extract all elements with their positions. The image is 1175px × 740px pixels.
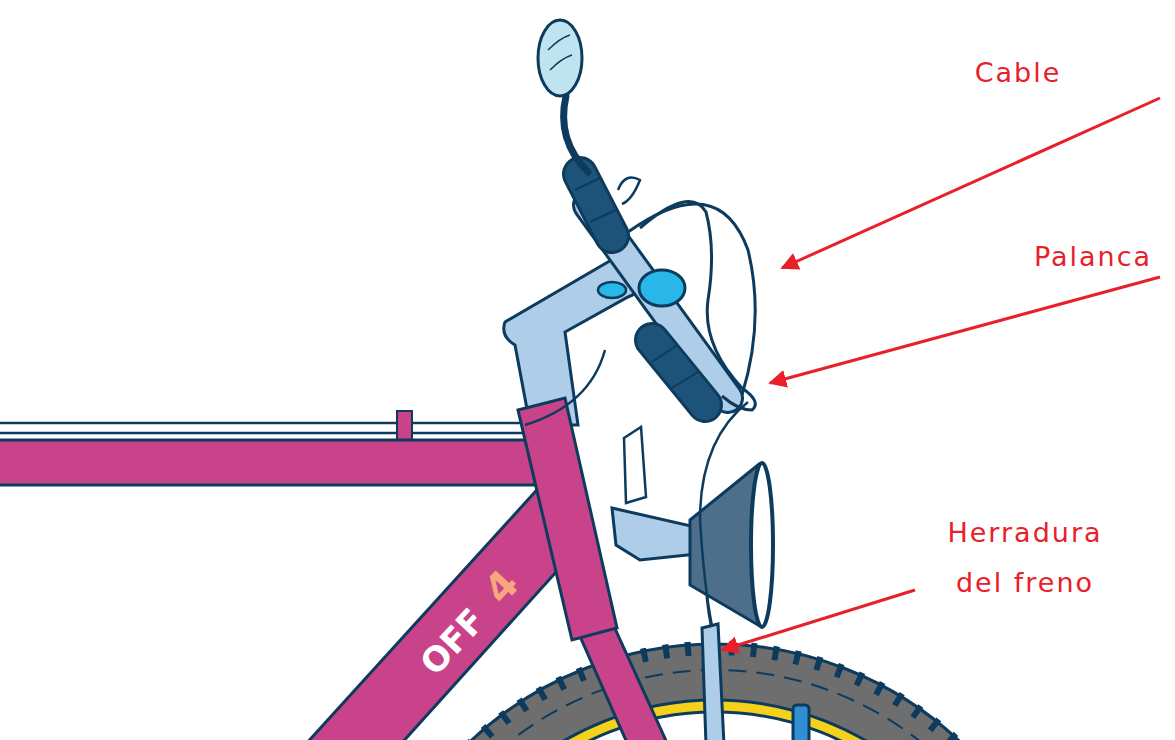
- headlight: [612, 463, 773, 627]
- top-tube: [0, 411, 535, 485]
- fork: [575, 622, 668, 740]
- valve: [793, 705, 809, 740]
- mirror: [538, 20, 588, 172]
- bell: [598, 270, 685, 306]
- head-tube: [518, 398, 617, 640]
- brake-cable: [700, 402, 748, 626]
- gear-cable: [525, 350, 605, 425]
- part-label: Cable: [958, 48, 1078, 98]
- reflector: [624, 427, 646, 503]
- brake-lever: [618, 178, 755, 410]
- part-label: Palanca: [1018, 232, 1168, 282]
- leader-arrows: [722, 98, 1160, 650]
- part-label: Herradura del freno: [925, 508, 1125, 608]
